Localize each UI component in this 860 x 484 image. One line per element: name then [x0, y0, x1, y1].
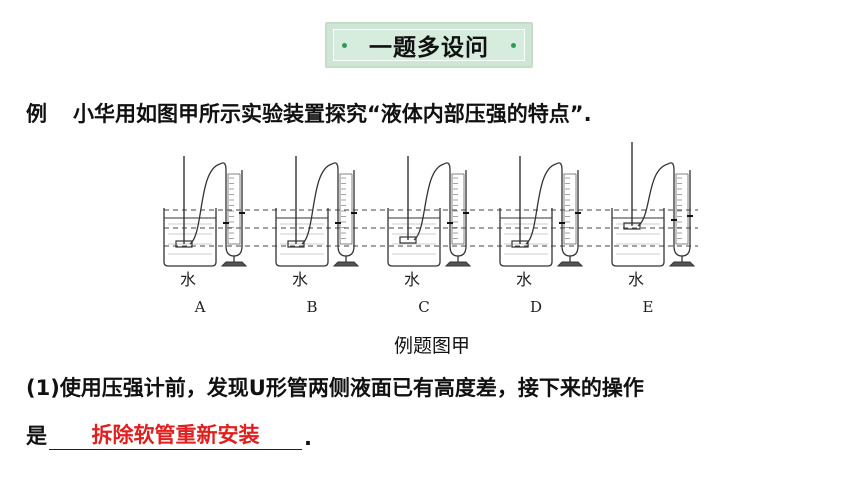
probe-head — [287, 240, 305, 248]
scale-board — [227, 173, 241, 245]
example-text: 小华用如图甲所示实验装置探究“液体内部压强的特点”. — [73, 102, 592, 126]
rubber-hose — [637, 162, 675, 227]
water-label: 水 — [516, 270, 532, 289]
badge-dot-left — [342, 43, 347, 48]
u-tube-base — [668, 261, 696, 267]
water-label: 水 — [292, 270, 308, 289]
water-label: 水 — [180, 270, 196, 289]
probe-head — [175, 240, 193, 248]
u-tube-base — [220, 261, 248, 267]
water-label: 水 — [628, 270, 644, 289]
scale-board — [451, 173, 465, 245]
water-label: 水 — [404, 270, 420, 289]
rubber-hose — [189, 162, 227, 245]
scale-board — [339, 173, 353, 245]
section-title-badge: 一题多设问 — [325, 22, 533, 68]
beaker — [611, 208, 665, 267]
answer-suffix: . — [304, 426, 312, 450]
probe-head — [623, 222, 641, 230]
answer-text: 拆除软管重新安装 — [91, 423, 260, 447]
question-number: (1) — [26, 376, 60, 400]
answer-line: 是 拆除软管重新安装 . — [26, 420, 312, 450]
beaker — [387, 208, 441, 267]
u-tube-base — [556, 261, 584, 267]
panel-label: C — [418, 298, 429, 316]
panel-label: B — [306, 298, 317, 316]
u-tube-bend — [337, 245, 355, 257]
example-statement: 例 小华用如图甲所示实验装置探究“液体内部压强的特点”. — [26, 98, 592, 128]
u-tube-base — [444, 261, 472, 267]
u-tube-bend — [225, 245, 243, 257]
rubber-hose — [301, 162, 339, 245]
beaker — [499, 208, 553, 267]
badge-dot-right — [511, 43, 516, 48]
rubber-hose — [525, 162, 563, 245]
probe-head — [399, 236, 417, 244]
u-tube-bend — [561, 245, 579, 257]
panel-label: E — [643, 298, 654, 316]
beaker — [275, 208, 329, 267]
question-1: (1)使用压强计前，发现U形管两侧液面已有高度差，接下来的操作 — [26, 372, 644, 402]
panel-label: A — [194, 298, 206, 316]
answer-blank: 拆除软管重新安装 — [49, 423, 302, 450]
section-title-inner: 一题多设问 — [333, 29, 525, 61]
figure-caption: 例题图甲 — [393, 335, 470, 357]
answer-prefix: 是 — [26, 424, 47, 448]
section-title: 一题多设问 — [369, 35, 489, 61]
scale-board — [563, 173, 577, 245]
u-tube-bend — [449, 245, 467, 257]
probe-head — [511, 240, 529, 248]
panel-label: D — [530, 298, 542, 316]
u-tube-base — [332, 261, 360, 267]
scale-board — [675, 173, 689, 245]
beaker — [163, 208, 217, 267]
example-tag: 例 — [26, 102, 47, 126]
rubber-hose — [413, 162, 451, 241]
question-text: 使用压强计前，发现U形管两侧液面已有高度差，接下来的操作 — [59, 376, 644, 400]
u-tube-bend — [673, 245, 691, 257]
